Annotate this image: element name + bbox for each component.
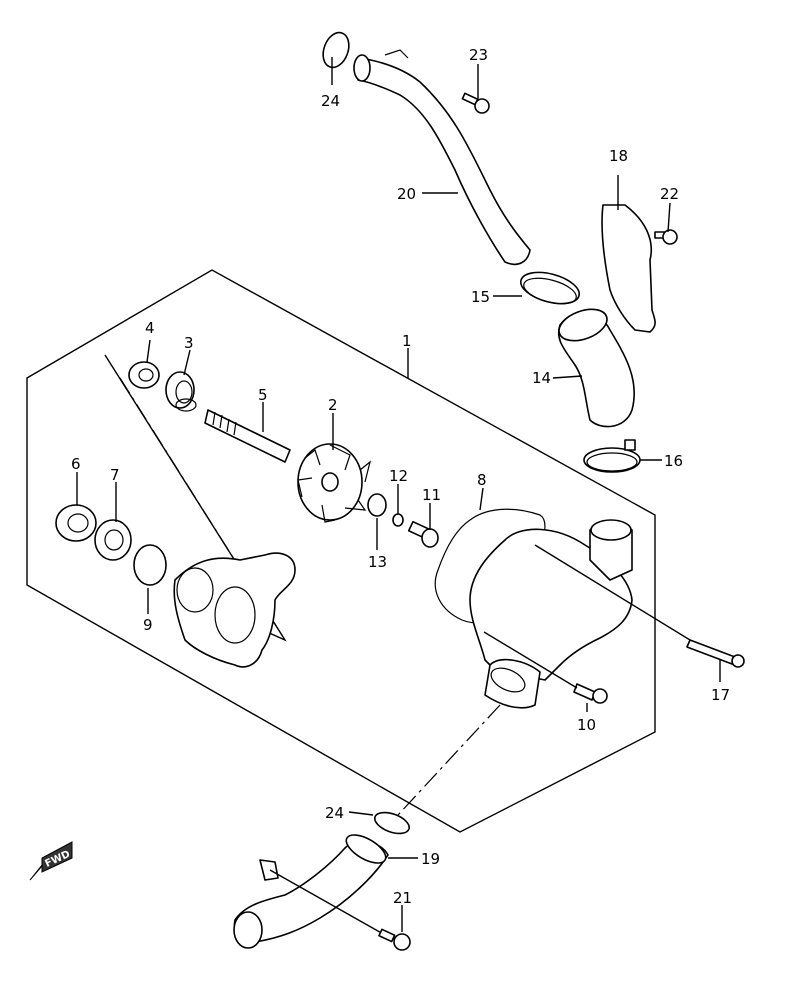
label-part-15: 15	[471, 288, 490, 306]
label-part-7: 7	[110, 466, 120, 484]
outlet-guide-line	[397, 704, 501, 816]
leader-lines	[76, 57, 721, 932]
part-24-o-ring-top	[322, 31, 350, 69]
pump-cover-casting	[173, 552, 296, 668]
label-part-12: 12	[389, 467, 408, 485]
label-part-4: 4	[145, 319, 155, 337]
part-15-clamp	[519, 271, 581, 305]
part-5-shaft	[204, 409, 291, 463]
label-part-22: 22	[660, 185, 679, 203]
part-11-bolt	[407, 520, 439, 548]
label-part-10: 10	[577, 716, 596, 734]
part-19-lower-pipe	[233, 834, 389, 949]
label-part-24-top: 24	[321, 92, 340, 110]
label-part-18: 18	[609, 147, 628, 165]
part-10-bolt	[573, 683, 608, 704]
label-part-17: 17	[711, 686, 730, 704]
part-2-impeller	[297, 443, 372, 523]
label-part-19: 19	[421, 850, 440, 868]
part-20-upper-hose	[353, 49, 531, 266]
bolt-10-leader	[483, 631, 578, 689]
part-6-bearing	[55, 504, 97, 542]
bolt-21-leader	[269, 869, 386, 936]
label-part-11: 11	[422, 486, 441, 504]
part-18-cover	[601, 204, 656, 333]
part-17-long-bolt	[686, 639, 745, 668]
part-9-o-ring	[133, 544, 167, 586]
part-24-o-ring-lower	[374, 811, 410, 835]
fwd-arrow-icon: FWD	[29, 841, 73, 881]
part-22-bolt	[654, 229, 678, 245]
part-16-clamp	[583, 439, 641, 473]
part-12-washer	[392, 513, 404, 527]
part-3-mechanical-seal	[165, 371, 197, 412]
label-part-5: 5	[258, 386, 268, 404]
label-part-24-lower: 24	[325, 804, 344, 822]
label-part-8: 8	[477, 471, 487, 489]
part-13-washer	[367, 493, 387, 517]
label-part-6: 6	[71, 455, 81, 473]
label-part-16: 16	[664, 452, 683, 470]
part-21-bolt	[378, 928, 411, 951]
part-7-bearing	[94, 519, 132, 561]
label-part-21: 21	[393, 889, 412, 907]
label-part-14: 14	[532, 369, 551, 387]
assembly-boundary	[26, 269, 656, 833]
label-part-9: 9	[143, 616, 153, 634]
label-part-3: 3	[184, 334, 194, 352]
bolt-17-leader	[534, 544, 691, 641]
label-part-20: 20	[397, 185, 416, 203]
part-4-seal	[128, 361, 160, 389]
pump-body	[469, 519, 633, 709]
part-14-elbow-hose	[557, 308, 636, 428]
label-part-2: 2	[328, 396, 338, 414]
label-part-13: 13	[368, 553, 387, 571]
part-23-bolt	[461, 92, 490, 114]
label-part-1: 1	[402, 332, 412, 350]
label-part-23: 23	[469, 46, 488, 64]
